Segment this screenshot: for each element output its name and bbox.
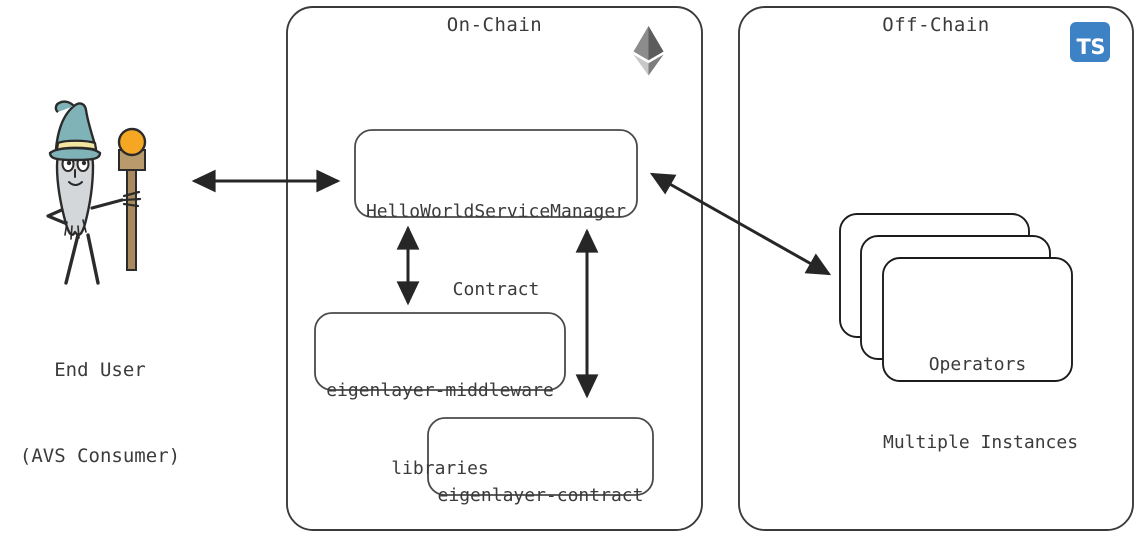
box-middleware-libraries[interactable]: [314, 312, 566, 391]
box-contract-libraries[interactable]: [427, 417, 654, 496]
operators-card-stack[interactable]: [839, 213, 1073, 382]
typescript-logo-text: TS: [1076, 35, 1106, 59]
typescript-logo: TS: [1070, 22, 1110, 62]
wizard-figure: [46, 100, 147, 285]
connector-service-manager-to-operators: [649, 172, 832, 276]
box-service-manager[interactable]: [354, 129, 638, 218]
ethereum-logo: [633, 26, 664, 76]
